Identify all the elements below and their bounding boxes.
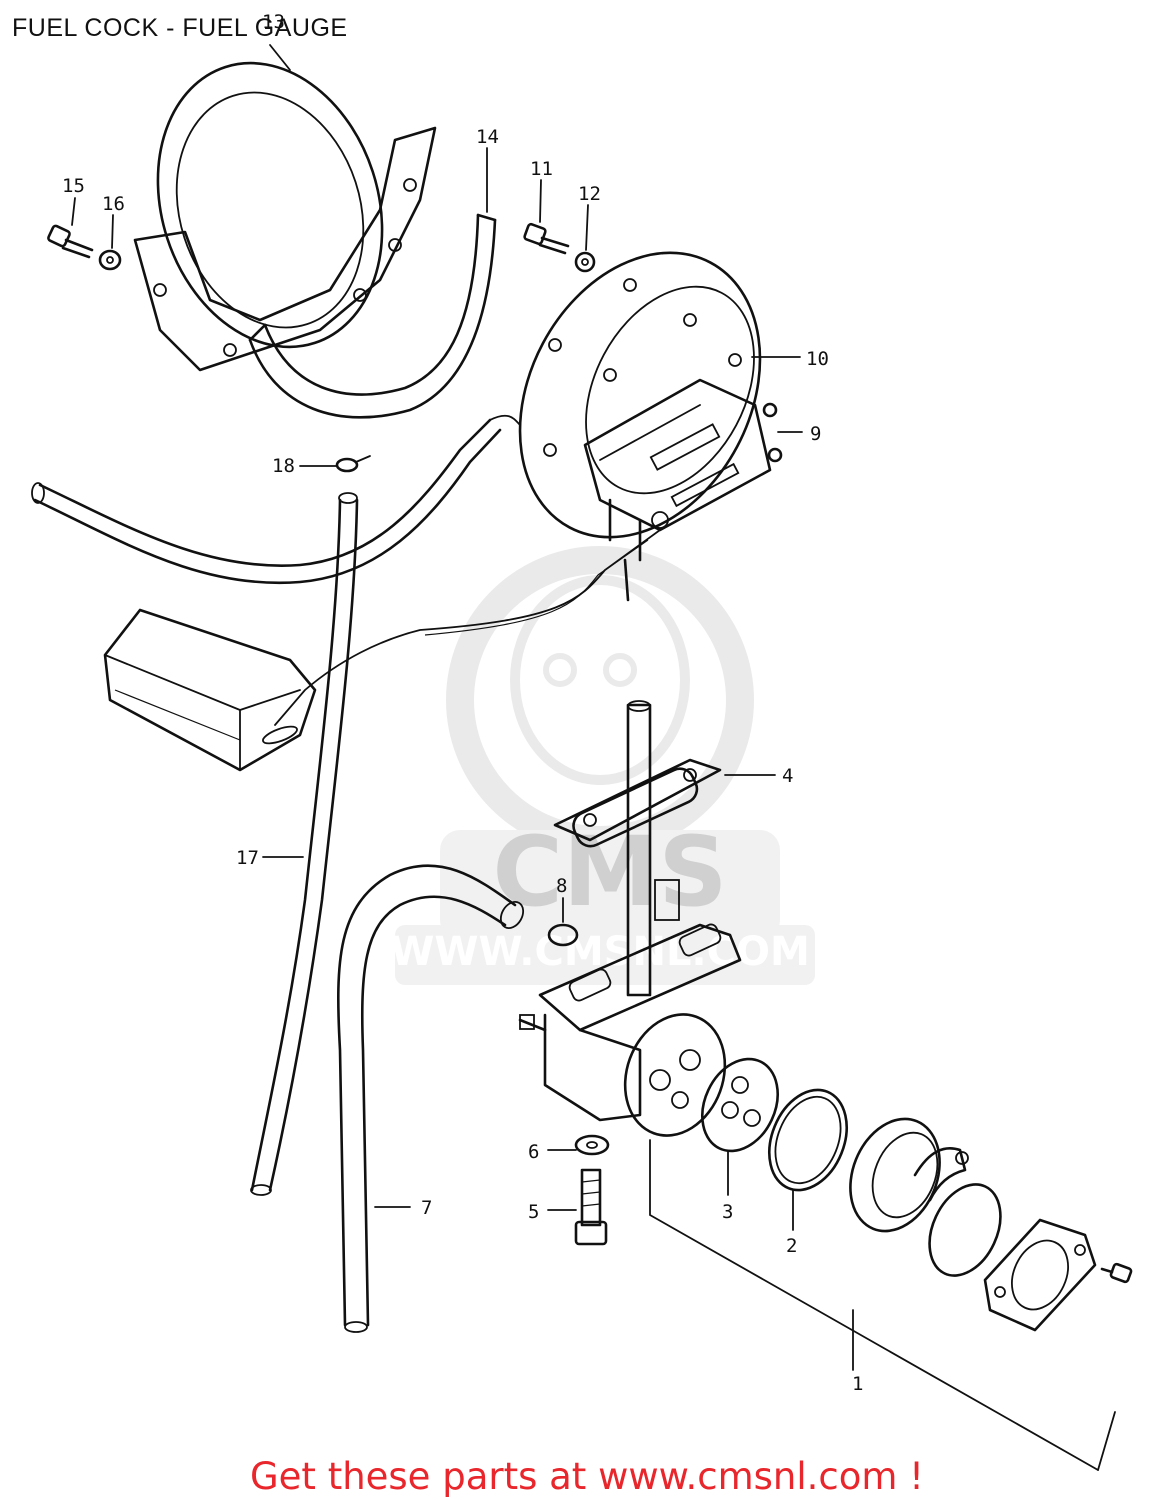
part-8-hose-clip	[547, 897, 579, 947]
fuel-cock-cover-plate	[983, 1218, 1097, 1332]
callout-5: 5	[528, 1201, 539, 1223]
gauge-wire-tube	[31, 414, 521, 585]
fuel-cock-lever	[849, 1117, 969, 1233]
diagram-title: FUEL COCK - FUEL GAUGE	[12, 14, 348, 42]
part-3-lever-plate	[701, 1057, 779, 1196]
callout-labels: 1 2 3 4 5 6 7 8 9 10 11 12 13 14 15 16 1…	[62, 11, 863, 1395]
callout-13: 13	[262, 11, 285, 33]
part-2-o-ring	[768, 1088, 848, 1231]
part-10-sender-plate	[518, 251, 801, 539]
fuel-strainer-pipe	[626, 700, 680, 997]
callout-1: 1	[852, 1373, 863, 1395]
callout-9: 9	[810, 423, 821, 445]
callout-12: 12	[578, 183, 601, 205]
callout-10: 10	[806, 348, 829, 370]
callout-11: 11	[530, 158, 553, 180]
part-7-fuel-hose	[336, 864, 525, 1333]
part-5-bolt	[547, 1168, 608, 1246]
footer-suffix: !	[897, 1455, 924, 1498]
callout-8: 8	[556, 875, 567, 897]
gauge-float-arm	[274, 529, 661, 726]
part-9-sender-unit	[583, 378, 803, 602]
part-1-fuel-cock-body	[518, 923, 1116, 1471]
part-16-washer	[98, 214, 122, 271]
callout-3: 3	[722, 1201, 733, 1223]
footer-prefix: Get these parts at	[249, 1455, 599, 1498]
callout-4: 4	[782, 765, 793, 787]
gauge-float	[103, 608, 317, 772]
part-6-washer	[547, 1134, 610, 1156]
part-12-washer	[574, 204, 596, 273]
part-13-tank-band	[133, 44, 437, 372]
part-14-rubber-strip	[248, 147, 497, 419]
callout-14: 14	[476, 126, 499, 148]
part-15-bolt	[47, 197, 94, 259]
callout-7: 7	[421, 1197, 432, 1219]
callout-17: 17	[236, 847, 259, 869]
part-18-clip	[299, 455, 371, 473]
callout-2: 2	[786, 1235, 797, 1257]
fuel-cock-screw	[1100, 1262, 1133, 1284]
footer-link[interactable]: www.cmsnl.com	[598, 1455, 898, 1498]
callout-16: 16	[102, 193, 125, 215]
footer-promo: Get these parts at www.cmsnl.com !	[0, 1455, 1174, 1498]
fuel-cock-seal	[928, 1183, 1002, 1277]
part-17-breather-hose	[250, 492, 359, 1196]
watermark-text: CMS	[492, 816, 727, 928]
part-11-screw	[523, 179, 570, 255]
callout-18: 18	[272, 455, 295, 477]
cms-watermark-logo	[395, 546, 815, 985]
callout-15: 15	[62, 175, 85, 197]
callout-6: 6	[528, 1141, 539, 1163]
